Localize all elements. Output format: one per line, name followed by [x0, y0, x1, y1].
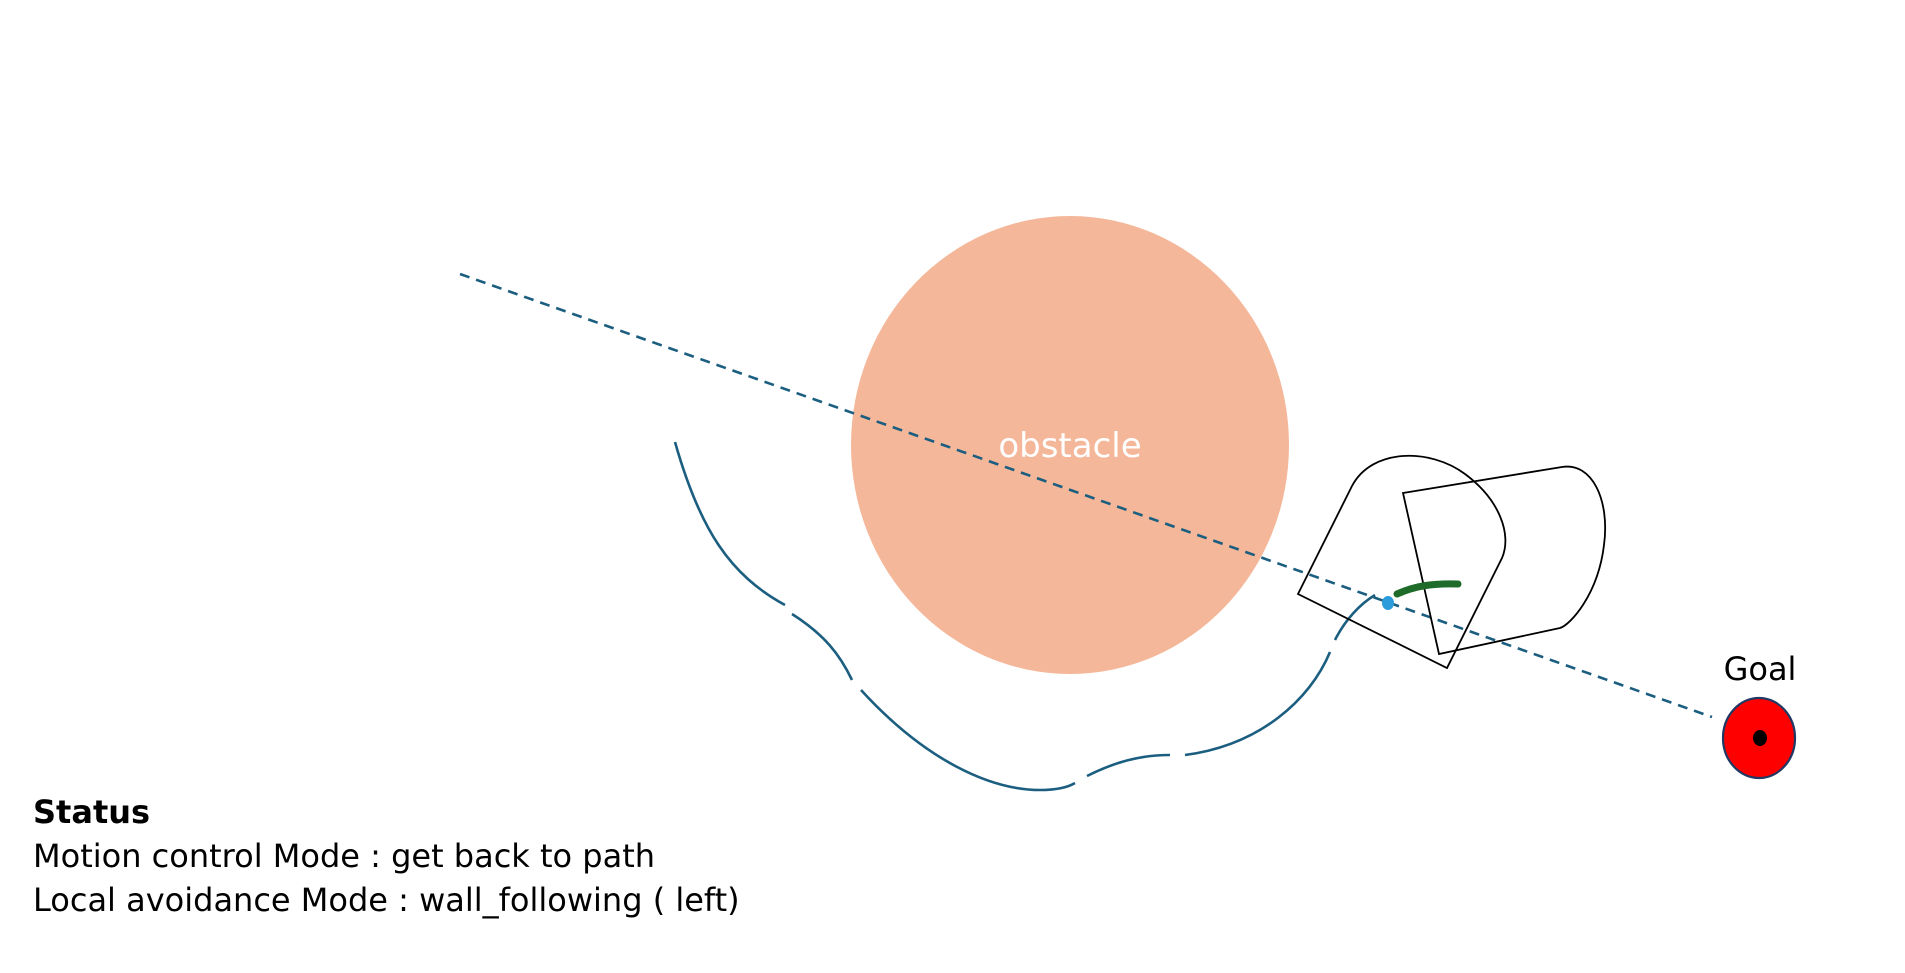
goal-center-dot	[1753, 730, 1767, 746]
goal-label: Goal	[1724, 650, 1797, 688]
status-title: Status	[33, 793, 151, 831]
trajectory-segment	[1184, 651, 1332, 757]
trajectory-segment	[1086, 753, 1171, 778]
planned-path-line	[459, 272, 1713, 719]
robot-pose-next	[1401, 465, 1606, 656]
trajectory-segment	[673, 441, 786, 607]
heading-arc	[1393, 580, 1462, 598]
trajectory-segment	[791, 612, 854, 681]
motion-control-mode: Motion control Mode : get back to path	[33, 837, 656, 875]
trajectory-segment	[1333, 593, 1376, 641]
obstacle-label: obstacle	[998, 426, 1141, 466]
trajectory-segment	[860, 689, 1076, 792]
robot-pose-current	[1296, 454, 1507, 670]
local-avoidance-mode: Local avoidance Mode : wall_following ( …	[33, 881, 740, 919]
status-panel: Status Motion control Mode : get back to…	[33, 790, 740, 922]
robot	[1296, 454, 1606, 670]
robot-reference-point	[1382, 596, 1394, 610]
obstacle-circle	[851, 216, 1289, 674]
robot-trajectory	[673, 441, 1376, 792]
goal-marker: Goal	[1721, 650, 1797, 780]
obstacle: obstacle	[851, 216, 1289, 674]
